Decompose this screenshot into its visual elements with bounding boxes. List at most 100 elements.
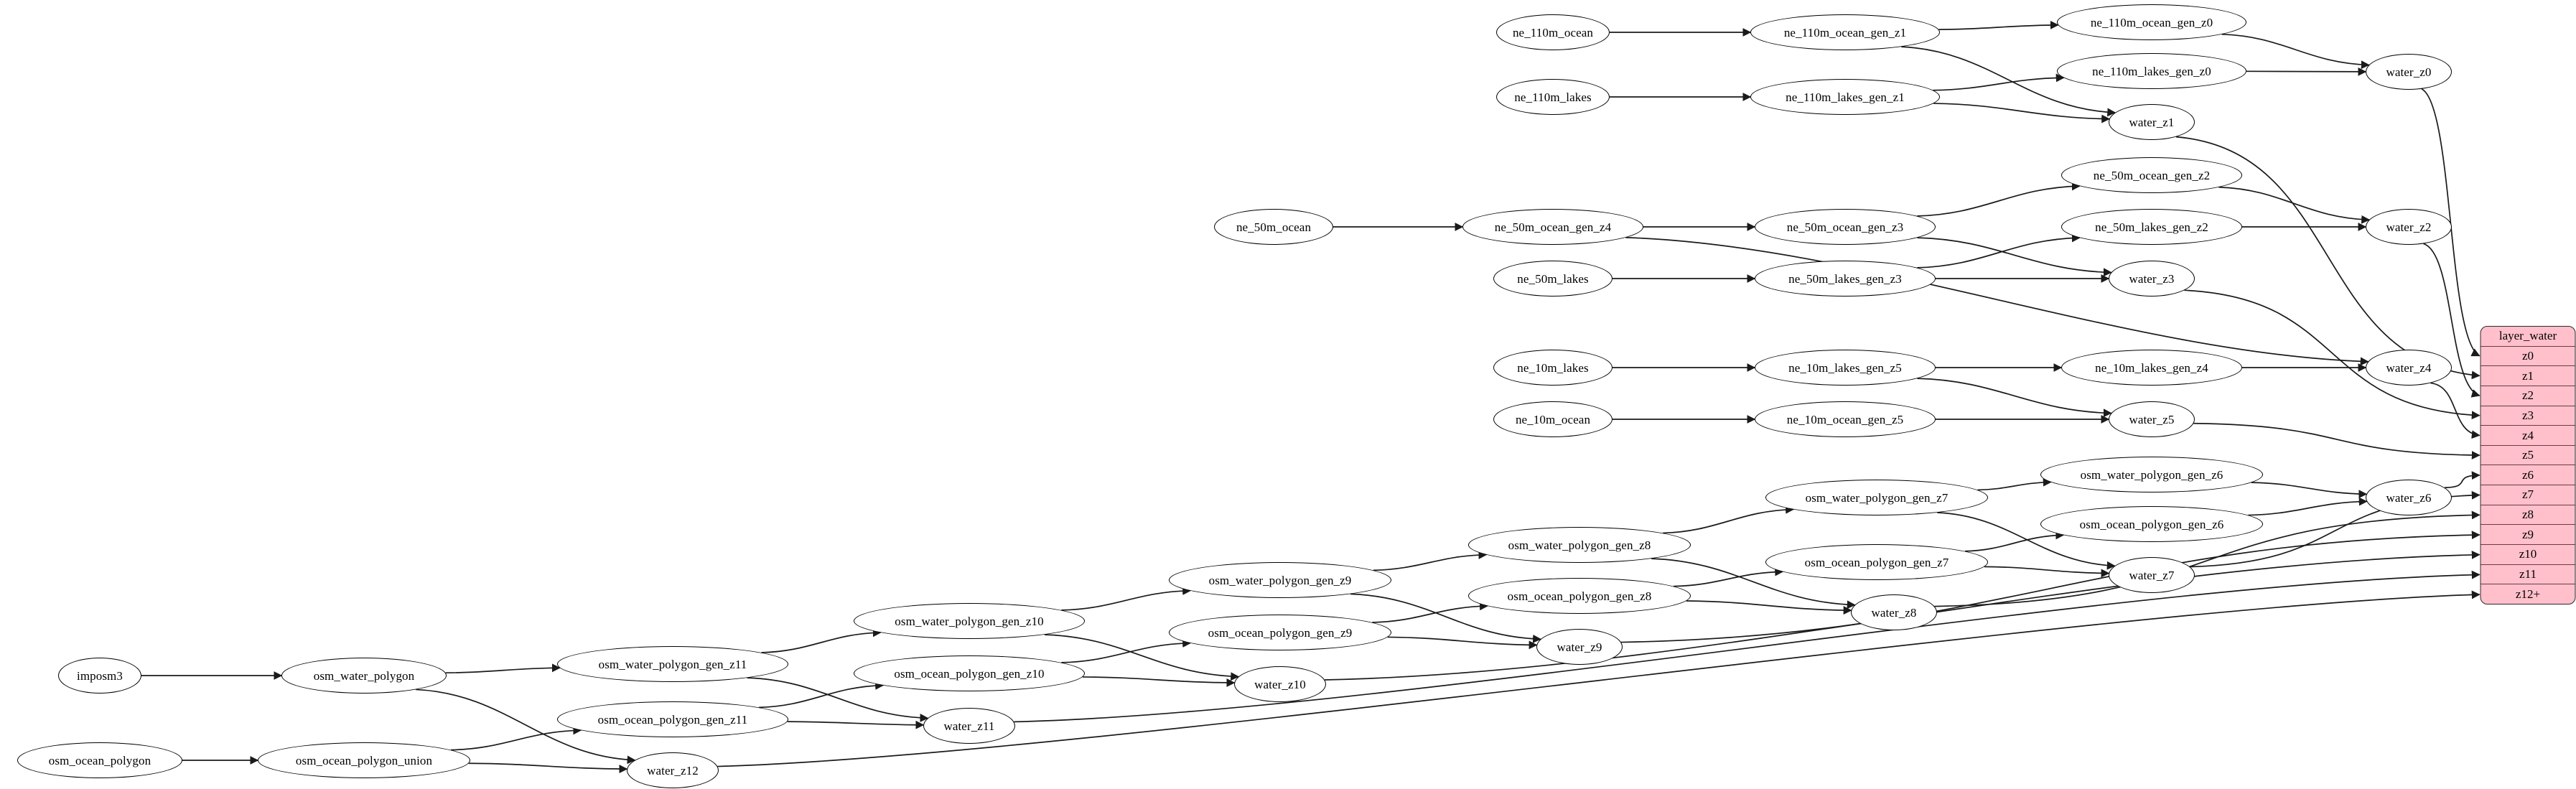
node-label: osm_ocean_polygon_gen_z10 (894, 666, 1045, 681)
layer-water-row-z10[interactable]: z10 (2481, 545, 2575, 565)
layer-water-table-header: layer_water (2481, 327, 2575, 347)
node-ne_10m_lakes_gen_z4[interactable]: ne_10m_lakes_gen_z4 (2061, 350, 2242, 386)
node-water_z3[interactable]: water_z3 (2109, 261, 2195, 297)
node-ne_110m_lakes[interactable]: ne_110m_lakes (1496, 79, 1610, 115)
node-label: osm_water_polygon (313, 668, 415, 683)
node-label: ne_50m_lakes_gen_z2 (2095, 220, 2208, 234)
node-water_z5[interactable]: water_z5 (2109, 401, 2195, 437)
node-label: ne_10m_ocean_gen_z5 (1786, 412, 1904, 426)
node-label: water_z4 (2386, 360, 2432, 375)
node-water_z1[interactable]: water_z1 (2109, 104, 2195, 140)
node-label: water_z10 (1254, 677, 1306, 691)
node-label: osm_ocean_polygon_union (295, 753, 433, 767)
layer-water-row-z5[interactable]: z5 (2481, 446, 2575, 466)
layer-water-row-z8[interactable]: z8 (2481, 505, 2575, 526)
node-water_z8[interactable]: water_z8 (1851, 594, 1937, 630)
node-osm_water_polygon_gen_z10[interactable]: osm_water_polygon_gen_z10 (854, 603, 1085, 639)
node-ne_10m_lakes[interactable]: ne_10m_lakes (1493, 350, 1613, 386)
node-ne_110m_ocean_gen_z1[interactable]: ne_110m_ocean_gen_z1 (1750, 14, 1940, 50)
node-osm_ocean_polygon_gen_z10[interactable]: osm_ocean_polygon_gen_z10 (854, 655, 1085, 691)
node-label: water_z1 (2129, 115, 2175, 129)
node-label: osm_ocean_polygon_gen_z6 (2079, 517, 2224, 531)
node-ne_50m_lakes[interactable]: ne_50m_lakes (1493, 261, 1613, 297)
node-label: osm_water_polygon_gen_z11 (598, 657, 747, 671)
node-label: ne_10m_lakes (1517, 360, 1589, 375)
node-ne_110m_ocean_gen_z0[interactable]: ne_110m_ocean_gen_z0 (2057, 4, 2246, 40)
node-water_z2[interactable]: water_z2 (2366, 209, 2452, 245)
node-osm_water_polygon_gen_z8[interactable]: osm_water_polygon_gen_z8 (1468, 527, 1691, 563)
node-label: ne_110m_lakes_gen_z1 (1786, 90, 1905, 104)
node-osm_ocean_polygon_gen_z8[interactable]: osm_ocean_polygon_gen_z8 (1468, 578, 1691, 614)
layer-water-row-z0[interactable]: z0 (2481, 347, 2575, 367)
node-label: water_z0 (2386, 65, 2432, 79)
node-osm_ocean_polygon_gen_z6[interactable]: osm_ocean_polygon_gen_z6 (2040, 506, 2263, 542)
node-label: water_z12 (647, 763, 699, 778)
node-osm_ocean_polygon[interactable]: osm_ocean_polygon (17, 742, 182, 778)
node-water_z7[interactable]: water_z7 (2109, 557, 2195, 593)
node-label: water_z5 (2129, 412, 2175, 426)
node-label: ne_110m_ocean_gen_z1 (1783, 25, 1907, 39)
layer-water-row-z1[interactable]: z1 (2481, 366, 2575, 386)
node-ne_10m_ocean_gen_z5[interactable]: ne_10m_ocean_gen_z5 (1755, 401, 1936, 437)
node-water_z4[interactable]: water_z4 (2366, 350, 2452, 386)
node-osm_ocean_polygon_union[interactable]: osm_ocean_polygon_union (258, 742, 470, 778)
node-label: water_z6 (2386, 490, 2432, 505)
node-ne_50m_ocean[interactable]: ne_50m_ocean (1214, 209, 1333, 245)
node-water_z12[interactable]: water_z12 (627, 752, 719, 788)
layer-water-row-z4[interactable]: z4 (2481, 426, 2575, 446)
node-ne_110m_ocean[interactable]: ne_110m_ocean (1496, 14, 1610, 50)
node-ne_110m_lakes_gen_z0[interactable]: ne_110m_lakes_gen_z0 (2057, 53, 2246, 89)
node-label: ne_110m_ocean_gen_z0 (2090, 15, 2213, 29)
node-label: osm_water_polygon_gen_z10 (895, 614, 1044, 628)
node-ne_10m_lakes_gen_z5[interactable]: ne_10m_lakes_gen_z5 (1755, 350, 1936, 386)
node-label: ne_110m_lakes (1514, 90, 1592, 104)
node-osm_ocean_polygon_gen_z7[interactable]: osm_ocean_polygon_gen_z7 (1765, 544, 1988, 580)
node-label: ne_50m_ocean (1236, 220, 1312, 234)
node-osm_water_polygon[interactable]: osm_water_polygon (281, 658, 447, 694)
node-label: water_z9 (1557, 640, 1602, 654)
node-osm_ocean_polygon_gen_z9[interactable]: osm_ocean_polygon_gen_z9 (1169, 615, 1391, 650)
node-osm_water_polygon_gen_z6[interactable]: osm_water_polygon_gen_z6 (2040, 457, 2263, 492)
node-osm_water_polygon_gen_z9[interactable]: osm_water_polygon_gen_z9 (1169, 562, 1391, 598)
node-water_z9[interactable]: water_z9 (1536, 629, 1623, 665)
node-water_z0[interactable]: water_z0 (2366, 54, 2452, 90)
node-label: ne_50m_lakes (1517, 271, 1589, 286)
node-water_z10[interactable]: water_z10 (1234, 666, 1326, 702)
node-water_z11[interactable]: water_z11 (923, 708, 1015, 744)
layer-water-row-z3[interactable]: z3 (2481, 406, 2575, 426)
node-label: osm_ocean_polygon_gen_z8 (1507, 589, 1652, 603)
node-water_z6[interactable]: water_z6 (2366, 480, 2452, 515)
layer-water-row-z2[interactable]: z2 (2481, 386, 2575, 406)
node-ne_110m_lakes_gen_z1[interactable]: ne_110m_lakes_gen_z1 (1750, 79, 1940, 115)
layer-water-row-z6[interactable]: z6 (2481, 465, 2575, 486)
node-label: ne_10m_ocean (1515, 412, 1591, 426)
node-osm_water_polygon_gen_z7[interactable]: osm_water_polygon_gen_z7 (1765, 480, 1988, 515)
node-osm_water_polygon_gen_z11[interactable]: osm_water_polygon_gen_z11 (557, 646, 788, 682)
node-label: ne_110m_ocean (1512, 25, 1594, 39)
node-ne_50m_lakes_gen_z2[interactable]: ne_50m_lakes_gen_z2 (2061, 209, 2242, 245)
node-label: osm_water_polygon_gen_z7 (1805, 490, 1949, 505)
node-ne_50m_ocean_gen_z3[interactable]: ne_50m_ocean_gen_z3 (1755, 209, 1936, 245)
node-label: water_z7 (2129, 568, 2175, 582)
node-label: ne_50m_ocean_gen_z2 (2093, 168, 2211, 182)
node-label: osm_ocean_polygon_gen_z9 (1208, 625, 1353, 640)
node-imposm3[interactable]: imposm3 (58, 658, 141, 694)
layer-water-row-z12plus[interactable]: z12+ (2515, 587, 2541, 601)
node-label: water_z2 (2386, 220, 2432, 234)
node-label: ne_50m_ocean_gen_z3 (1786, 220, 1904, 234)
layer-water-row-z7[interactable]: z7 (2481, 485, 2575, 505)
node-ne_50m_ocean_gen_z2[interactable]: ne_50m_ocean_gen_z2 (2061, 157, 2242, 193)
node-osm_ocean_polygon_gen_z11[interactable]: osm_ocean_polygon_gen_z11 (557, 701, 788, 737)
node-ne_10m_ocean[interactable]: ne_10m_ocean (1493, 401, 1613, 437)
node-ne_50m_ocean_gen_z4[interactable]: ne_50m_ocean_gen_z4 (1462, 209, 1643, 245)
node-label: ne_110m_lakes_gen_z0 (2092, 64, 2211, 78)
layer-water-row-z9[interactable]: z9 (2481, 525, 2575, 546)
node-ne_50m_lakes_gen_z3[interactable]: ne_50m_lakes_gen_z3 (1755, 261, 1936, 297)
layer-water-row-z11[interactable]: z11 (2481, 565, 2575, 585)
node-label: osm_water_polygon_gen_z8 (1508, 538, 1651, 552)
node-label: osm_water_polygon_gen_z6 (2080, 467, 2223, 482)
node-label: osm_water_polygon_gen_z9 (1208, 573, 1352, 587)
